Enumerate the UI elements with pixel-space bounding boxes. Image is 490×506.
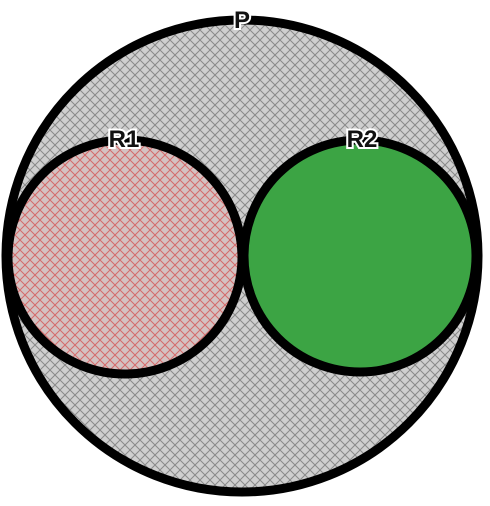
outer-circle-label: P xyxy=(234,7,250,34)
inner-circle-r2 xyxy=(239,135,481,377)
right-circle-label: R2 xyxy=(347,126,378,153)
left-circle-label: R1 xyxy=(109,126,140,153)
inner-circle-r1 xyxy=(3,135,247,379)
